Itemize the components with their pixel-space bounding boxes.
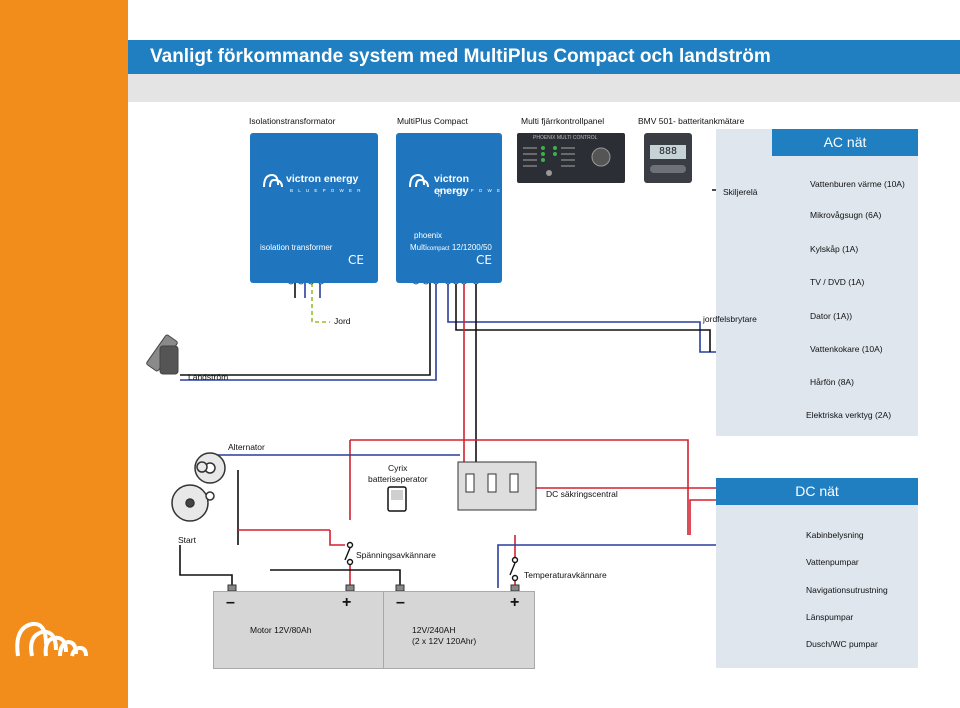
house-battery-label-1: 12V/240AH bbox=[412, 625, 456, 635]
shore-power-label: Landström bbox=[188, 372, 229, 382]
ac-load: Kylskåp (1A) bbox=[810, 244, 859, 254]
alternator-icon bbox=[194, 452, 226, 484]
multi-rating: 12/1200/50 bbox=[451, 243, 492, 252]
isolation-header: Isolationstransformator bbox=[249, 116, 336, 126]
victron-mark-icon bbox=[263, 173, 283, 188]
page-title: Vanligt förkommande system med MultiPlus… bbox=[150, 46, 771, 67]
relay-label: Skiljerelä bbox=[723, 187, 758, 197]
ground-label: Jord bbox=[334, 316, 351, 326]
start-label: Start bbox=[178, 535, 196, 545]
ce-mark: CE bbox=[476, 253, 492, 267]
battery-plus: + bbox=[342, 594, 352, 611]
ac-load: Mikrovågsugn (6A) bbox=[810, 210, 882, 220]
ac-load: Vattenburen värme (10A) bbox=[810, 179, 905, 189]
brand-name: victron energy bbox=[286, 173, 359, 185]
bmv-buttons bbox=[650, 165, 686, 173]
battery-minus: – bbox=[396, 594, 405, 611]
title-bar: Vanligt förkommande system med MultiPlus… bbox=[128, 40, 960, 74]
isolation-label: isolation transformer bbox=[260, 243, 333, 252]
isolation-transformer: victron energy B L U E P O W E R isolati… bbox=[250, 133, 378, 283]
dc-load: Navigationsutrustning bbox=[806, 585, 888, 595]
bmv-header: BMV 501- batteritankmätare bbox=[638, 116, 745, 126]
ac-panel-heading: AC nät bbox=[772, 129, 918, 156]
remote-control-panel: PHOENIX MULTI CONTROL bbox=[517, 133, 625, 183]
alternator-label: Alternator bbox=[228, 442, 265, 452]
subtitle-bar bbox=[128, 74, 960, 102]
multiplus-header: MultiPlus Compact bbox=[397, 116, 468, 126]
dc-fuse-box bbox=[457, 461, 537, 511]
brand-sub: B L U E P O W E R bbox=[438, 188, 503, 198]
ac-load: Vattenkokare (10A) bbox=[810, 344, 883, 354]
cyrix-label-2: batteriseperator bbox=[368, 474, 428, 484]
rcd-label: jordfelsbrytare bbox=[703, 314, 757, 324]
voltage-sensor-label: Spänningsavkännare bbox=[356, 550, 436, 560]
ground-wire bbox=[311, 283, 330, 323]
house-battery-label-2: (2 x 12V 120Ahr) bbox=[412, 636, 477, 646]
cyrix-label-1: Cyrix bbox=[388, 463, 408, 473]
motor-battery: – + Motor 12V/80Ah bbox=[213, 591, 385, 669]
multi-compact: compact bbox=[426, 246, 450, 252]
ac-load: TV / DVD (1A) bbox=[810, 277, 865, 287]
remote-title: PHOENIX MULTI CONTROL bbox=[533, 135, 598, 141]
dc-load: Vattenpumpar bbox=[806, 557, 859, 567]
dc-load: Länspumpar bbox=[806, 612, 854, 622]
brand-sub: B L U E P O W E R bbox=[290, 188, 363, 193]
dc-fuse-label: DC säkringscentral bbox=[546, 489, 618, 499]
remote-leds-icon bbox=[523, 146, 611, 176]
multi-label: Multi bbox=[410, 243, 427, 252]
remote-header: Multi fjärrkontrollpanel bbox=[521, 116, 605, 126]
motor-battery-label: Motor 12V/80Ah bbox=[250, 625, 312, 635]
victron-mark-icon bbox=[409, 173, 429, 188]
dc-load: Dusch/WC pumpar bbox=[806, 639, 878, 649]
ac-load: Elektriska verktyg (2A) bbox=[806, 410, 892, 420]
house-battery: – + 12V/240AH (2 x 12V 120Ahr) bbox=[383, 591, 535, 669]
ac-load: Dator (1A)) bbox=[810, 311, 853, 321]
dc-load: Kabinbelysning bbox=[806, 530, 864, 540]
ce-mark: CE bbox=[348, 253, 364, 267]
bmv-meter: 888 bbox=[644, 133, 692, 183]
victron-logo-icon bbox=[15, 621, 88, 657]
battery-plus: + bbox=[510, 594, 520, 611]
shore-plug-icon bbox=[146, 334, 179, 375]
brand-sidebar bbox=[0, 0, 128, 708]
ac-panel: AC nät bbox=[716, 129, 918, 436]
ac-load: Hårfön (8A) bbox=[810, 377, 854, 387]
voltage-sensor-switch bbox=[344, 541, 354, 566]
shore-power-wire bbox=[180, 283, 431, 376]
brand-name: victron energy bbox=[434, 173, 470, 197]
temp-sensor-switch bbox=[509, 556, 519, 582]
bmv-display: 888 bbox=[650, 145, 686, 159]
starter-icon bbox=[171, 484, 215, 522]
dc-positive-wire bbox=[350, 439, 689, 535]
temp-sensor-label: Temperaturavkännare bbox=[524, 570, 607, 580]
dc-panel-heading: DC nät bbox=[716, 478, 918, 505]
dc-panel: DC nät bbox=[716, 478, 918, 668]
phoenix-label: phoenix bbox=[414, 231, 443, 240]
battery-minus: – bbox=[226, 594, 235, 611]
multiplus-compact: victron energy B L U E P O W E R phoenix… bbox=[396, 133, 502, 283]
